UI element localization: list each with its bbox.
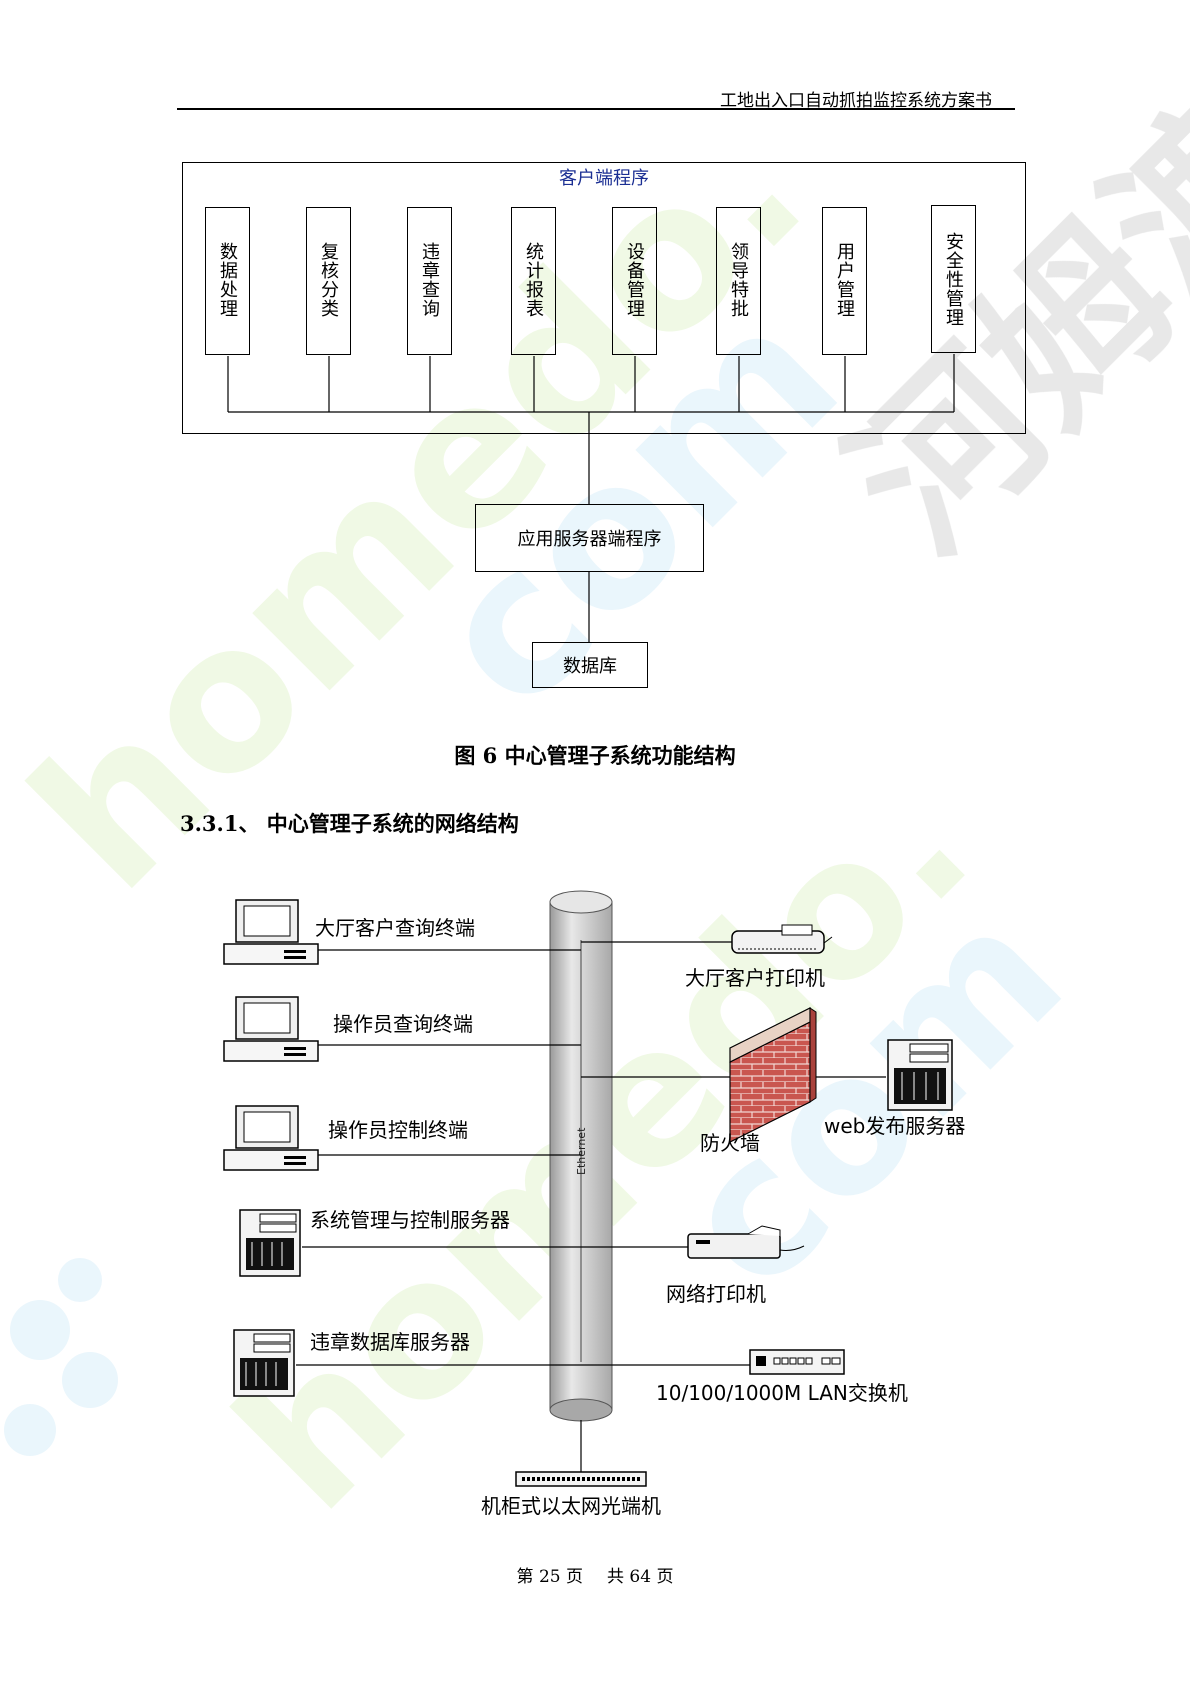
page-number: 第 25 页 — [516, 1567, 583, 1587]
pc-terminal-icon — [223, 1105, 319, 1171]
module-violation-query: 违章查询 — [407, 207, 452, 355]
label-operator-query-terminal: 操作员查询终端 — [333, 1012, 473, 1036]
section-heading: 3.3.1、 中心管理子系统的网络结构 — [180, 811, 519, 836]
pc-terminal-icon — [223, 899, 319, 965]
module-label: 数据处理 — [217, 242, 238, 318]
server-icon — [887, 1039, 953, 1111]
module-statistics-report: 统计报表 — [511, 207, 556, 355]
label-network-printer: 网络打印机 — [666, 1282, 766, 1306]
firewall-icon — [729, 1007, 817, 1143]
label-lan-switch: 10/100/1000M LAN交换机 — [656, 1381, 908, 1405]
pc-terminal-icon — [223, 996, 319, 1062]
document-header-title: 工地出入口自动抓拍监控系统方案书 — [720, 91, 992, 111]
module-label: 复核分类 — [318, 242, 339, 318]
client-program-title: 客户端程序 — [559, 168, 649, 189]
label-firewall: 防火墙 — [700, 1131, 760, 1155]
printer-icon — [731, 924, 833, 954]
label-lobby-query-terminal: 大厅客户查询终端 — [315, 916, 475, 940]
module-review-classify: 复核分类 — [306, 207, 351, 355]
client-program-group — [182, 162, 1026, 434]
module-label: 设备管理 — [624, 242, 645, 318]
server-icon — [239, 1209, 301, 1277]
module-leader-approval: 领导特批 — [716, 207, 761, 355]
module-device-management: 设备管理 — [612, 207, 657, 355]
page-footer: 第 25 页 共 64 页 — [0, 1562, 1190, 1587]
header-rule — [177, 108, 1015, 110]
optical-transceiver-icon — [515, 1471, 647, 1487]
page-total: 共 64 页 — [607, 1567, 674, 1587]
server-icon — [233, 1329, 295, 1397]
module-data-processing: 数据处理 — [205, 207, 250, 355]
app-server-program: 应用服务器端程序 — [475, 504, 704, 572]
network-printer-icon — [687, 1225, 805, 1259]
label-operator-control-terminal: 操作员控制终端 — [328, 1118, 468, 1142]
module-label: 用户管理 — [834, 242, 855, 318]
lan-switch-icon — [749, 1349, 845, 1375]
module-label: 违章查询 — [419, 242, 440, 318]
module-label: 领导特批 — [728, 242, 749, 318]
ethernet-backbone — [549, 890, 613, 1422]
label-lobby-printer: 大厅客户打印机 — [685, 966, 825, 990]
figure-caption: 图 6 中心管理子系统功能结构 — [454, 743, 736, 768]
backbone-label: Ethernet — [575, 1127, 588, 1175]
module-user-management: 用户管理 — [822, 207, 867, 355]
label-system-management-server: 系统管理与控制服务器 — [310, 1208, 510, 1232]
database-box: 数据库 — [532, 642, 648, 688]
module-label: 统计报表 — [523, 242, 544, 318]
function-diagram-connectors — [227, 354, 955, 642]
label-optical-transceiver: 机柜式以太网光端机 — [481, 1494, 661, 1518]
module-label: 安全性管理 — [943, 232, 964, 327]
module-security-management: 安全性管理 — [931, 205, 976, 353]
label-web-server: web发布服务器 — [824, 1114, 966, 1138]
label-violation-database-server: 违章数据库服务器 — [310, 1330, 470, 1354]
